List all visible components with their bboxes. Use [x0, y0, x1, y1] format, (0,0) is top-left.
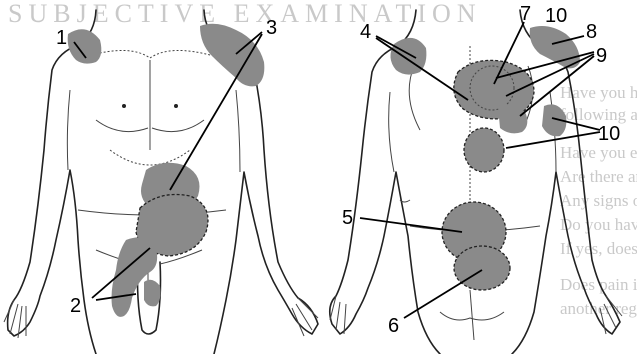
back-gluteal-cleft [470, 290, 474, 340]
back-mid-thoracic-pain-area [464, 128, 504, 172]
background-heading: SUBJECTIVE EXAMINATION [8, 0, 482, 28]
label-9: 9 [596, 45, 607, 67]
front-right-nipple [174, 104, 178, 108]
label-4: 4 [360, 21, 371, 43]
background-line-2: following a pattern of radiation or proj… [560, 105, 637, 124]
front-left-arm-inner [67, 90, 70, 170]
front-left-shoulder-pain-area [68, 29, 102, 63]
label-3: 3 [266, 17, 277, 39]
front-genital-pain-area [144, 280, 161, 307]
back-pain-regions [390, 26, 580, 290]
label-1: 1 [56, 27, 67, 49]
label-7: 7 [520, 3, 531, 25]
label-8: 8 [586, 21, 597, 43]
background-line-6: Do you have a history of heart disease? [560, 215, 637, 234]
front-pain-regions [68, 24, 265, 317]
front-right-arm-inner [236, 90, 240, 172]
label-10-side: 10 [598, 123, 620, 145]
front-left-nipple [122, 104, 126, 108]
label-6: 6 [388, 315, 399, 337]
background-line-8: Does pain in one region cause referral t… [560, 275, 637, 294]
back-sacral-pain-area [454, 246, 510, 290]
back-left-scapula [409, 66, 420, 130]
background-line-4: Are there any associated gastrointestina… [560, 167, 637, 186]
background-line-5: Any signs of systemic involvement? [560, 191, 637, 210]
label-2: 2 [70, 295, 81, 317]
front-clavicle-line [88, 50, 214, 58]
back-left-arm-inner [389, 92, 394, 172]
front-rib-margin [110, 150, 190, 165]
label-10-top: 10 [545, 5, 567, 27]
background-line-3: Have you ever had abdominal or pelvic di… [560, 143, 637, 162]
label-5: 5 [342, 207, 353, 229]
background-line-9: another region? [560, 299, 637, 318]
